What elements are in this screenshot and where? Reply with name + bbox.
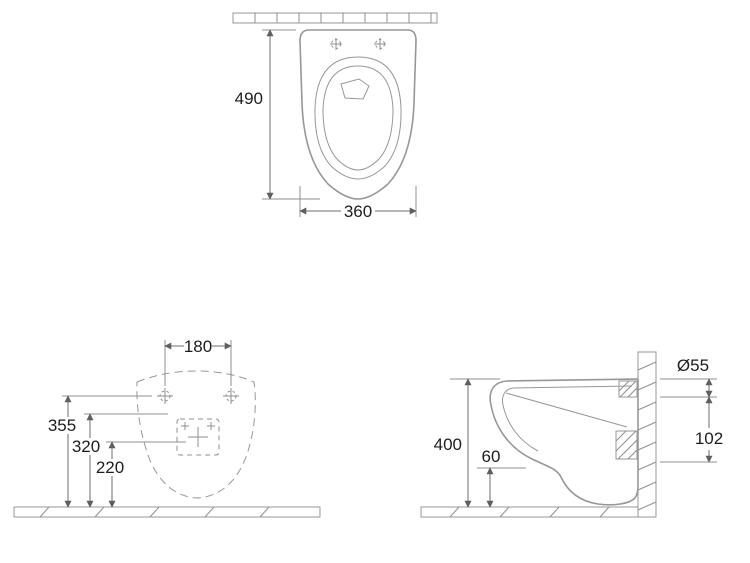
- outlet-centre-cross: [188, 427, 208, 447]
- wall-hatching-top: [254, 13, 432, 23]
- dim-outlet-offset-label: 102: [695, 429, 723, 448]
- wall-hatching-side: [637, 361, 657, 511]
- front-view: 180 355 320 220: [13, 337, 321, 518]
- drain-outline: [340, 78, 370, 100]
- outlet-pipe-hatching: [615, 430, 638, 460]
- dim-outlet-diameter-label: Ø55: [677, 356, 709, 375]
- dim-hole-spacing: 180: [164, 337, 232, 386]
- hinge-cross-left: [330, 38, 342, 50]
- inlet-pipe: [618, 380, 638, 398]
- dim-depth-label: 490: [235, 89, 263, 108]
- fixing-hole-right: [223, 388, 239, 404]
- toilet-side-inner-rim: [502, 385, 633, 452]
- top-view: 490 360: [232, 12, 438, 221]
- fixing-hole-left: [157, 388, 173, 404]
- hinge-cross-right: [374, 38, 386, 50]
- dim-height-320: 320: [69, 413, 168, 508]
- wall-section-side: [637, 351, 657, 518]
- outlet-cluster: [176, 418, 220, 456]
- floor-hatching-front: [39, 506, 270, 518]
- dim-clearance-label: 60: [482, 447, 501, 466]
- seat-ring-outline: [314, 56, 402, 180]
- dim-hole-spacing-label: 180: [184, 337, 212, 356]
- inlet-pipe-hatching: [618, 380, 638, 398]
- outlet-pipe: [615, 430, 638, 460]
- wall-section-top: [232, 12, 438, 24]
- dim-install-height: 400: [434, 378, 500, 508]
- dim-outlet-offset: 102: [660, 396, 723, 463]
- dim-outlet-diameter: Ø55: [660, 356, 717, 398]
- dim-height-355-label: 355: [48, 416, 76, 435]
- dim-height-220-label: 220: [96, 458, 124, 477]
- floor-section-front: [13, 506, 321, 518]
- dim-height-220: 220: [93, 441, 186, 508]
- floor-section-side: [420, 506, 639, 518]
- toilet-plan-outline: [299, 29, 417, 200]
- bowl-section-line: [505, 392, 628, 428]
- dim-height-355: 355: [45, 395, 152, 508]
- side-view: 400 60 Ø55 102: [420, 351, 723, 518]
- dim-install-height-label: 400: [434, 435, 462, 454]
- floor-hatching-side: [449, 506, 610, 518]
- dim-clearance: 60: [477, 447, 526, 508]
- dim-width: 360: [299, 186, 417, 221]
- toilet-front-outline: [136, 370, 256, 499]
- outlet-corner-cross-left: [181, 422, 189, 430]
- dim-depth: 490: [235, 29, 320, 200]
- outlet-corner-cross-right: [207, 422, 215, 430]
- dim-width-label: 360: [344, 202, 372, 221]
- toilet-side-outline: [489, 378, 639, 506]
- bowl-inner-outline: [322, 65, 394, 171]
- dim-height-320-label: 320: [72, 437, 100, 456]
